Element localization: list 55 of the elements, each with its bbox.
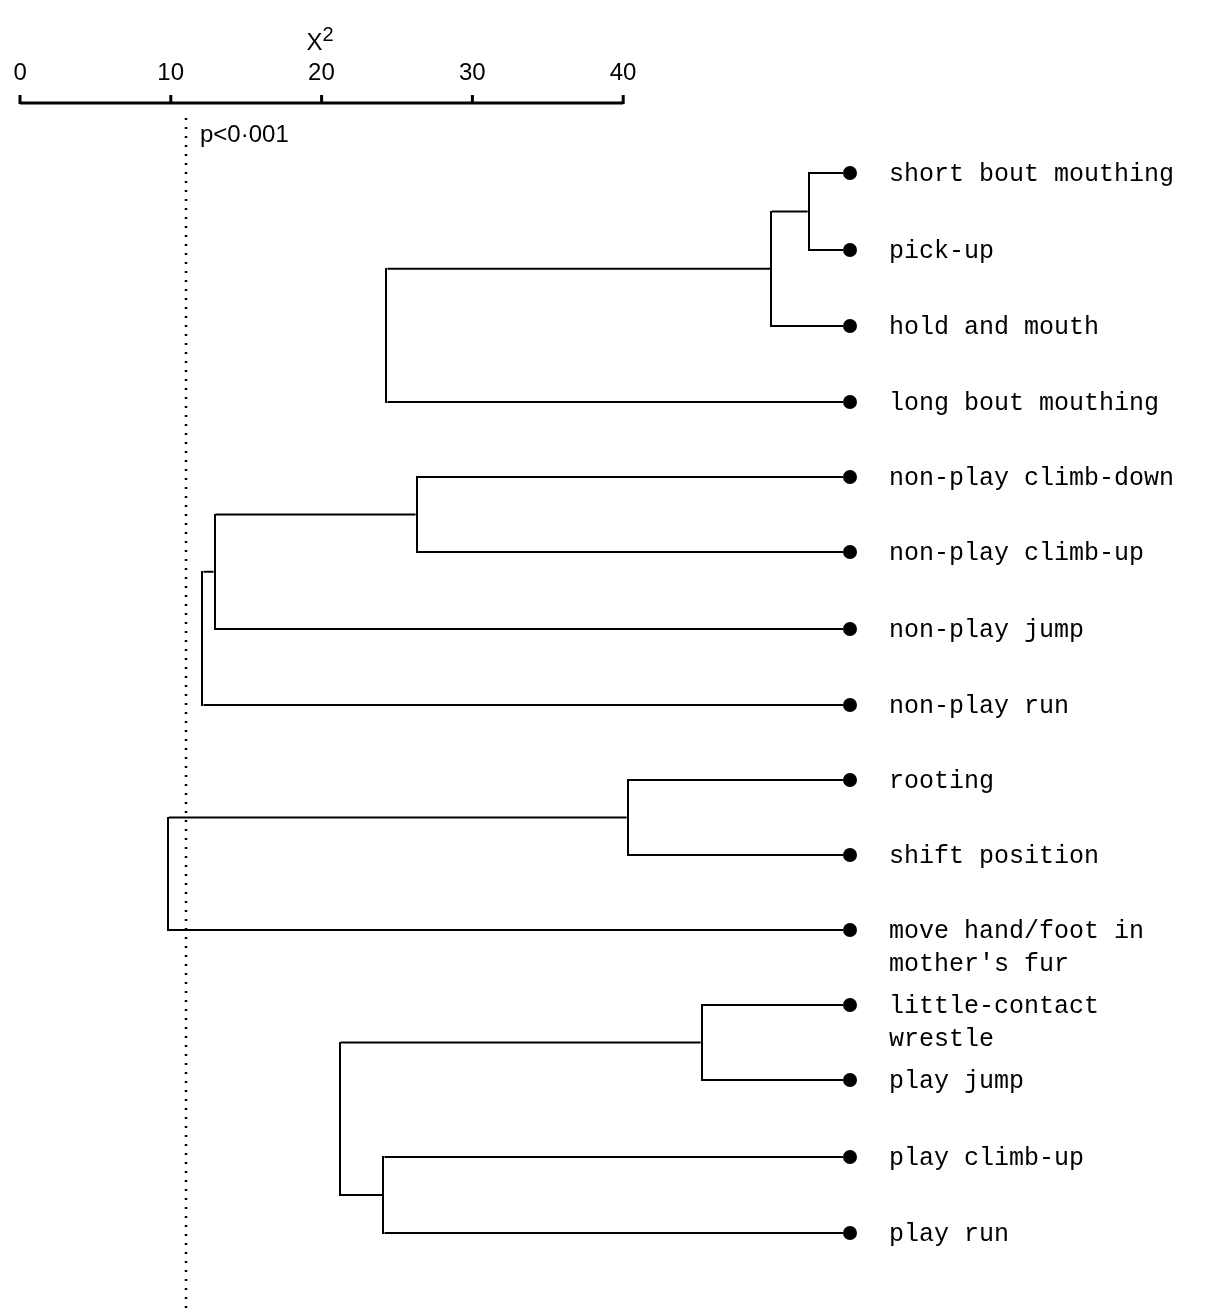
tick-label: 10 (157, 58, 184, 86)
tree-branch (167, 816, 628, 819)
junction-bar (385, 267, 388, 403)
tree-branch (808, 249, 844, 251)
tick-label: 0 (13, 58, 27, 86)
tree-branch (383, 1156, 844, 1158)
tree-branch (214, 513, 417, 516)
junction-bar (213, 513, 216, 630)
junction-bar (626, 779, 629, 856)
tree-branch (701, 1004, 844, 1006)
tree-branch (383, 1232, 844, 1234)
tree-branch (386, 401, 844, 403)
leaf-label: play jump (889, 1066, 1026, 1098)
leaf-label: play climb-up (889, 1143, 1086, 1175)
junction-bar (769, 210, 772, 327)
tick-label: 20 (308, 58, 335, 86)
leaf-label: pick-up (889, 236, 996, 268)
junction-bar (201, 570, 204, 706)
junction-bar (338, 1041, 341, 1196)
tree-branch (701, 1079, 844, 1081)
tree-branch (339, 1194, 384, 1196)
leaf-label: long bout mouthing (889, 388, 1161, 420)
tick-label: 30 (458, 58, 486, 86)
leaf-label: short bout mouthing (889, 159, 1176, 191)
tree-branch (771, 325, 844, 327)
leaf-label: non-play climb-up (889, 538, 1146, 570)
junction-bar (415, 476, 418, 553)
tree-branch (202, 570, 215, 573)
tree-branch (627, 779, 844, 781)
tree-branch (339, 1041, 702, 1044)
tree-branch (167, 929, 844, 931)
tree-branch (214, 628, 844, 630)
junction-bar (807, 172, 810, 251)
junction-bar (700, 1004, 703, 1081)
leaf-label: move hand/foot in mother's fur (889, 916, 1146, 981)
junction-bar (382, 1156, 385, 1234)
tree-branch (627, 854, 844, 856)
leaf-label: shift position (889, 841, 1101, 873)
leaf-label: non-play run (889, 691, 1071, 723)
tick-label: 40 (609, 58, 637, 86)
leaf-label: rooting (889, 766, 996, 798)
leaf-label: non-play jump (889, 615, 1086, 647)
tree-branch (416, 476, 844, 478)
leaf-label: little-contact wrestle (889, 991, 1101, 1056)
tree-branch (416, 551, 844, 553)
leaf-label: hold and mouth (889, 312, 1101, 344)
junction-bar (166, 816, 169, 931)
tree-branch (771, 210, 809, 213)
tree-branch (808, 172, 844, 174)
significance-label: p<0·001 (200, 120, 289, 148)
tree-branch (202, 704, 844, 706)
tree-branch (386, 267, 771, 270)
leaf-label: play run (889, 1219, 1011, 1251)
leaf-label: non-play climb-down (889, 463, 1176, 495)
axis-title: X$^{2}$ (306, 22, 334, 56)
